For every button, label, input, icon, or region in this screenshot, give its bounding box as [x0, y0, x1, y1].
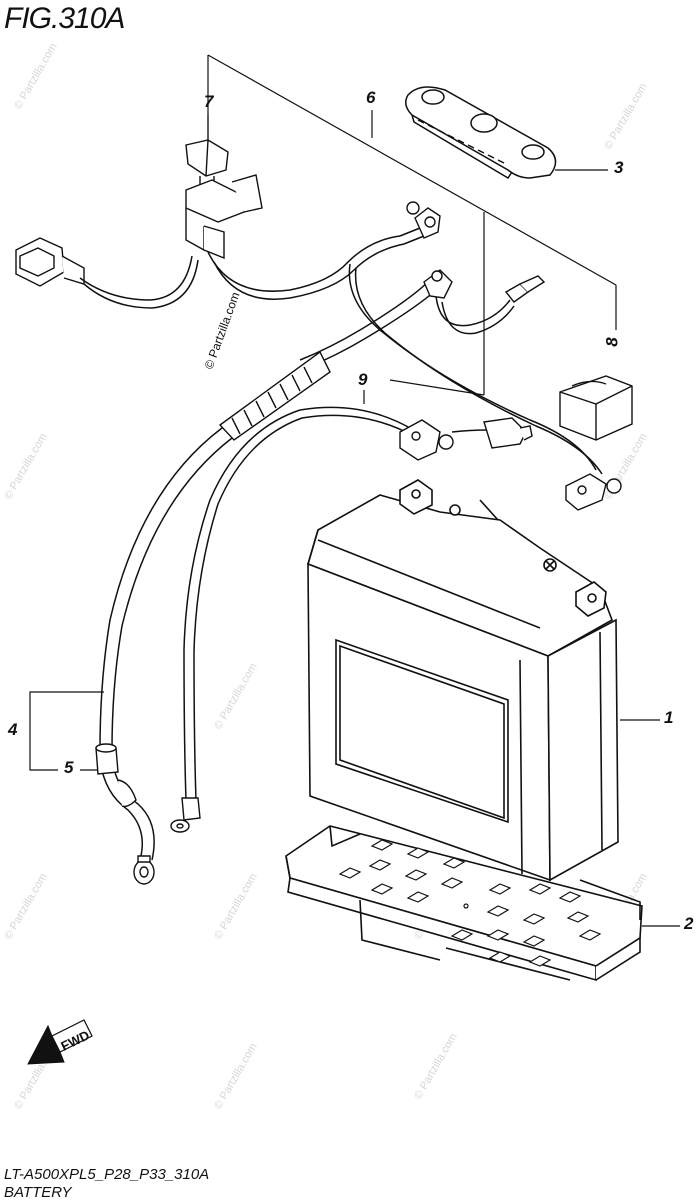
- callout-8: 8: [602, 337, 622, 347]
- callout-5: 5: [64, 758, 74, 777]
- terminal-coupler-9: [399, 417, 533, 461]
- section-name: BATTERY: [4, 1184, 72, 1201]
- battery-plate-3: [405, 86, 557, 180]
- cable-4-sleeve: [95, 743, 137, 808]
- fwd-arrow-icon: FWD: [27, 1019, 93, 1065]
- tray-slots: [338, 839, 602, 967]
- watermark: © Partzilla.com: [212, 661, 259, 731]
- callout-2: 2: [684, 914, 694, 933]
- callout-7: 7: [204, 92, 214, 111]
- clamp-middle: [423, 269, 453, 299]
- terminal-right: [565, 473, 622, 511]
- cable-9: [183, 406, 415, 801]
- fuse-7: [185, 139, 229, 186]
- watermark: © Partzilla.com: [12, 41, 59, 111]
- harness-wires: [79, 227, 603, 475]
- watermark: © Partzilla.com: [412, 1031, 459, 1101]
- watermark: © Partzilla.com: [602, 81, 649, 151]
- callout-9: 9: [358, 370, 368, 389]
- watermark: © Partzilla.com: [212, 871, 259, 941]
- terminal-cover-8: [559, 375, 633, 441]
- callout-6: 6: [366, 88, 376, 107]
- watermark: © Partzilla.com: [212, 1041, 259, 1111]
- watermark: © Partzilla.com: [202, 290, 243, 371]
- callout-3: 3: [614, 158, 624, 177]
- watermark: © Partzilla.com: [2, 871, 49, 941]
- callout-1: 1: [664, 708, 674, 727]
- watermark: © Partzilla.com: [2, 431, 49, 501]
- cable-4: [99, 427, 233, 861]
- model-code: LT-A500XPL5_P28_P33_310A: [4, 1166, 210, 1183]
- coupler-left: [15, 237, 85, 287]
- figure-title: FIG.310A: [4, 2, 125, 35]
- leader-4-5: [29, 691, 104, 771]
- battery-tray-2: [285, 825, 643, 982]
- callout-4: 4: [8, 720, 18, 739]
- bullet-connector: [504, 275, 546, 303]
- cable-boot: [218, 350, 331, 441]
- ring-terminal-4: [133, 855, 155, 885]
- fuse-holder: [185, 174, 263, 260]
- terminal-top: [406, 201, 441, 239]
- battery-1: [307, 479, 619, 882]
- ring-terminal-9: [170, 797, 201, 833]
